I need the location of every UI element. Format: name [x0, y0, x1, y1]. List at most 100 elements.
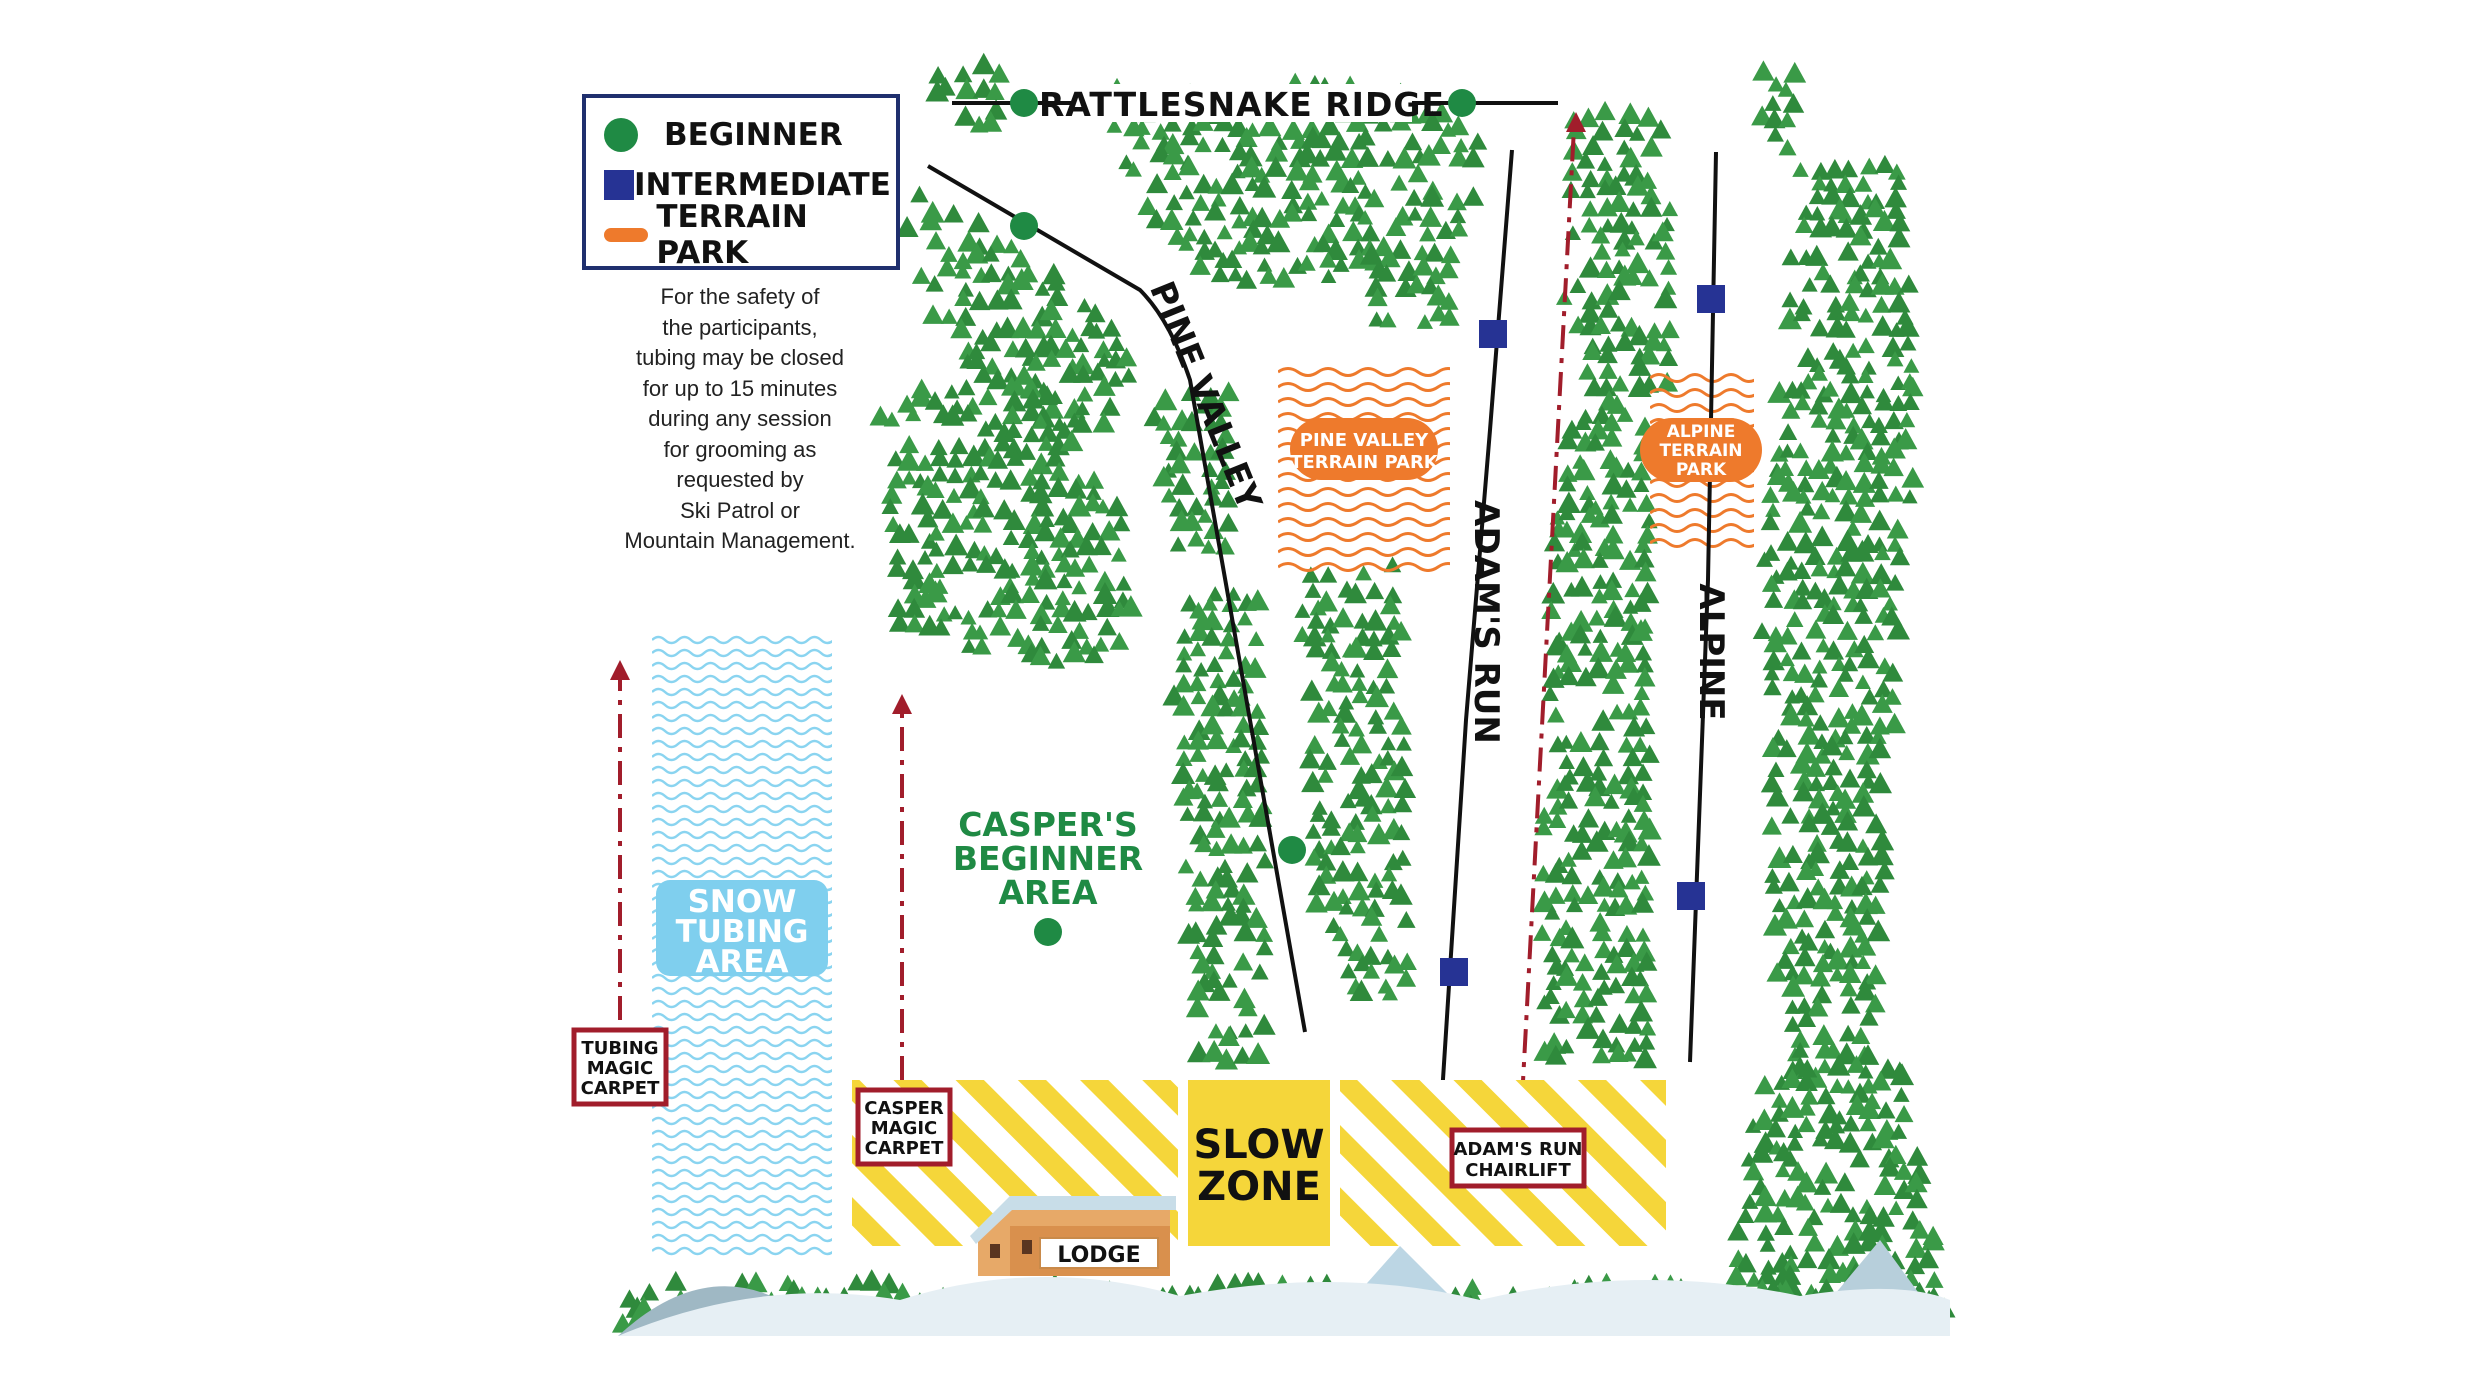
tree-icon [1323, 139, 1348, 161]
tree-icon [1176, 628, 1194, 644]
tree-icon [1820, 440, 1844, 462]
tree-icon [1575, 770, 1600, 792]
tree-icon [966, 350, 988, 369]
tree-icon [1821, 183, 1844, 205]
tree-icon [1404, 188, 1424, 206]
tree-icon [909, 385, 934, 407]
tree-icon [1569, 609, 1594, 632]
tree-icon [1600, 503, 1623, 524]
tree-icon [1834, 556, 1857, 577]
tree-icon [1625, 251, 1650, 274]
tree-icon [1795, 997, 1814, 1014]
tree-icon [1841, 996, 1861, 1014]
tubing-magic-carpet-sign: TUBING MAGIC CARPET [571, 1027, 669, 1107]
tree-icon [1761, 486, 1780, 503]
tree-icon [1023, 542, 1042, 559]
tree-icon [1212, 412, 1229, 428]
tree-icon [961, 444, 986, 467]
tree-icon [1765, 502, 1781, 517]
tree-icon [1645, 322, 1664, 339]
tree-icon [1602, 524, 1624, 544]
tree-icon [1794, 663, 1816, 683]
tree-icon [1805, 244, 1829, 266]
tree-icon [1840, 1079, 1857, 1094]
tree-icon [1921, 1228, 1945, 1251]
tree-icon [1259, 267, 1278, 284]
tree-icon [1333, 661, 1350, 677]
tree-icon [1614, 846, 1637, 868]
tree-icon [1309, 807, 1327, 822]
tree-icon [1851, 782, 1875, 803]
tree-icon [1635, 655, 1654, 673]
tree-icon [1152, 465, 1176, 487]
tree-icon [1571, 823, 1593, 843]
tree-icon [1179, 806, 1196, 821]
tree-icon [1440, 245, 1461, 264]
tree-icon [947, 605, 963, 620]
terrain-park-bar-icon [604, 228, 648, 242]
tubing-safety-notice: For the safety of the participants, tubi… [590, 282, 890, 557]
tree-icon [1084, 645, 1104, 664]
tree-icon [1869, 563, 1893, 585]
tree-icon [1203, 944, 1225, 965]
intermediate-square-icon [604, 170, 634, 200]
tree-icon [1778, 1264, 1802, 1285]
tree-icon [1601, 673, 1625, 694]
tree-icon [1214, 1048, 1238, 1070]
tree-icon [1544, 862, 1567, 883]
tree-icon [1228, 141, 1251, 161]
tree-icon [1655, 241, 1676, 260]
tree-icon [1761, 574, 1782, 592]
tree-icon [1229, 195, 1251, 215]
tree-icon [1823, 1040, 1843, 1059]
tree-icon [945, 487, 963, 503]
tree-icon [1839, 979, 1858, 997]
tree-icon [1179, 127, 1200, 146]
tree-icon [985, 82, 1005, 100]
lift-arrow-icon [610, 660, 630, 680]
tree-icon [1220, 172, 1244, 195]
legend-intermediate: INTERMEDIATE [604, 160, 891, 210]
tree-icon [1397, 952, 1417, 971]
tree-icon [995, 316, 1020, 339]
tree-icon [1836, 620, 1858, 640]
tree-icon [1247, 631, 1265, 647]
tree-icon [1111, 514, 1131, 532]
tree-icon [1594, 940, 1614, 959]
tree-icon [1191, 194, 1210, 211]
tree-icon [1170, 473, 1195, 495]
tree-icon [1637, 106, 1660, 127]
tree-icon [1011, 316, 1036, 339]
tree-icon [1591, 922, 1613, 942]
tree-icon [1782, 844, 1803, 864]
tree-icon [1886, 518, 1909, 539]
snow-hills [618, 1240, 1950, 1336]
tree-icon [1631, 970, 1650, 987]
tree-icon [1215, 425, 1236, 444]
tree-icon [972, 497, 995, 518]
tree-icon [887, 558, 908, 577]
tree-icon [1777, 81, 1795, 97]
tree-icon [1172, 694, 1195, 716]
tree-icon [1618, 102, 1643, 125]
tree-icon [1905, 1255, 1926, 1275]
tree-icon [1791, 1041, 1809, 1058]
tree-icon [1763, 630, 1788, 653]
tree-icon [972, 636, 992, 655]
tree-icon [1093, 340, 1114, 359]
tree-icon [1577, 641, 1593, 656]
tree-icon [1248, 834, 1268, 852]
tree-icon [1798, 932, 1819, 951]
tree-icon [1631, 461, 1652, 481]
tree-icon [1778, 423, 1798, 441]
chairlift-line2: CHAIRLIFT [1465, 1160, 1571, 1181]
tree-icon [1439, 292, 1459, 310]
tree-icon [1070, 413, 1093, 433]
tree-icon [1783, 1015, 1802, 1032]
tree-icon [1839, 1024, 1858, 1042]
tree-icon [940, 404, 965, 426]
tree-icon [1615, 165, 1634, 182]
tree-icon [950, 318, 973, 339]
tree-icon [1591, 551, 1609, 568]
tree-icon [1185, 996, 1210, 1018]
